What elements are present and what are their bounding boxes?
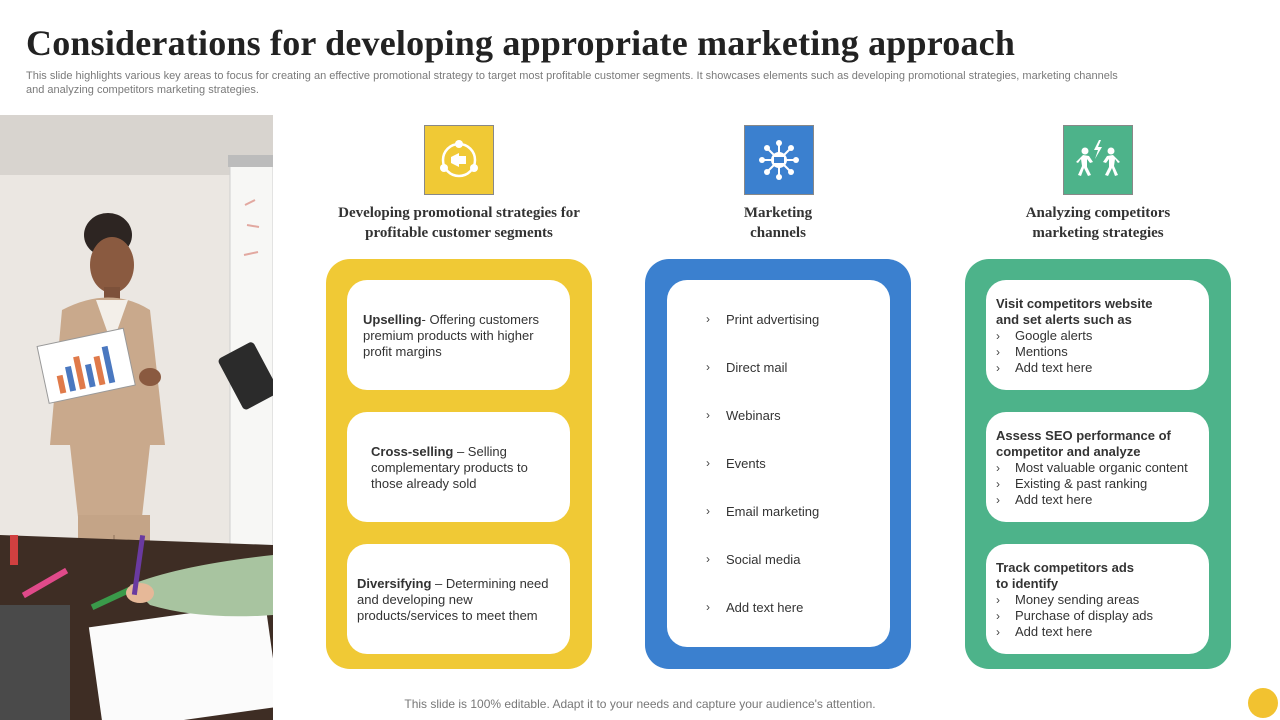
channel-label: Events <box>726 456 766 471</box>
channel-item: › Events <box>706 456 766 471</box>
channel-label: Print advertising <box>726 312 820 327</box>
cross-selling-text: Cross-selling – Selling complementary pr… <box>371 444 551 492</box>
accent-dot <box>1248 688 1278 718</box>
channels-heading: Marketing channels <box>700 203 856 243</box>
cross-selling-card: Cross-selling – Selling complementary pr… <box>347 412 570 522</box>
channel-item: › Direct mail <box>706 360 787 375</box>
competitors-conflict-icon <box>1063 125 1133 195</box>
diversifying-label: Diversifying <box>357 576 436 591</box>
list-item: › Add text here <box>996 492 1206 508</box>
track-ads-card: Track competitors ads to identify › Money… <box>986 544 1209 654</box>
track-ads-text: Track competitors ads to identify › Money… <box>996 560 1201 640</box>
cross-selling-desc: – Selling complementary products to thos… <box>371 444 528 491</box>
chevron-right-icon: › <box>996 593 1000 607</box>
chevron-right-icon: › <box>996 461 1000 475</box>
visit-website-card: Visit competitors website and set alerts… <box>986 280 1209 390</box>
competitors-heading-line2: marketing strategies <box>1032 225 1164 241</box>
chevron-right-icon: › <box>996 361 1000 375</box>
network-hub-icon <box>744 125 814 195</box>
chevron-right-icon: › <box>996 625 1000 639</box>
page-subtitle: This slide highlights various key areas … <box>26 70 1118 96</box>
upselling-desc: - Offering customers premium products wi… <box>363 312 540 359</box>
list-item: › Add text here <box>996 360 1201 376</box>
bullet-text: Add text here <box>1015 360 1093 375</box>
upselling-label: Upselling <box>363 312 422 327</box>
list-item: › Purchase of display ads <box>996 608 1201 624</box>
presenter-photo <box>0 115 273 720</box>
bullet-text: Add text here <box>1015 492 1093 507</box>
chevron-right-icon: › <box>706 552 710 566</box>
promo-heading-line1: Developing promotional strategies for <box>338 205 580 221</box>
chevron-right-icon: › <box>996 329 1000 343</box>
chevron-right-icon: › <box>706 360 710 374</box>
diversifying-desc: – Determining need and developing new pr… <box>357 576 549 623</box>
cross-selling-label: Cross-selling <box>371 444 457 459</box>
chevron-right-icon: › <box>996 493 1000 507</box>
list-item: › Most valuable organic content <box>996 460 1206 476</box>
channel-label: Add text here <box>726 600 804 615</box>
upselling-text: Upselling- Offering customers premium pr… <box>363 312 558 360</box>
bullet-text: Google alerts <box>1015 328 1093 343</box>
chevron-right-icon: › <box>706 312 710 326</box>
bullet-text: Existing & past ranking <box>1015 476 1148 491</box>
chevron-right-icon: › <box>996 609 1000 623</box>
diversifying-text: Diversifying – Determining need and deve… <box>357 576 562 624</box>
chevron-right-icon: › <box>706 600 710 614</box>
channel-item: › Webinars <box>706 408 781 423</box>
bullet-text: Purchase of display ads <box>1015 608 1154 623</box>
upselling-card: Upselling- Offering customers premium pr… <box>347 280 570 390</box>
bullet-text: Add text here <box>1015 624 1093 639</box>
megaphone-cycle-icon <box>424 125 494 195</box>
chevron-right-icon: › <box>996 477 1000 491</box>
list-item: › Money sending areas <box>996 592 1201 608</box>
assess-seo-title-line2: competitor and analyze <box>996 444 1141 459</box>
assess-seo-text: Assess SEO performance of competitor and… <box>996 428 1206 508</box>
channels-card <box>667 280 890 647</box>
visit-website-title-line1: Visit competitors website <box>996 296 1153 311</box>
track-ads-title-line1: Track competitors ads <box>996 560 1134 575</box>
diversifying-card: Diversifying – Determining need and deve… <box>347 544 570 654</box>
visit-website-text: Visit competitors website and set alerts… <box>996 296 1201 376</box>
chevron-right-icon: › <box>706 408 710 422</box>
list-item: › Google alerts <box>996 328 1201 344</box>
footer-note: This slide is 100% editable. Adapt it to… <box>404 697 876 711</box>
channels-heading-line2: channels <box>750 225 806 241</box>
channel-item: › Email marketing <box>706 504 819 519</box>
bullet-text: Money sending areas <box>1015 592 1140 607</box>
list-item: › Existing & past ranking <box>996 476 1206 492</box>
list-item: › Mentions <box>996 344 1201 360</box>
bullet-text: Most valuable organic content <box>1015 460 1188 475</box>
promo-heading: Developing promotional strategies for pr… <box>313 203 605 243</box>
channel-label: Webinars <box>726 408 781 423</box>
assess-seo-card: Assess SEO performance of competitor and… <box>986 412 1209 522</box>
list-item: › Add text here <box>996 624 1201 640</box>
assess-seo-title-line1: Assess SEO performance of <box>996 428 1171 443</box>
channel-item: › Add text here <box>706 600 803 615</box>
page-title: Considerations for developing appropriat… <box>26 23 1016 63</box>
channel-label: Direct mail <box>726 360 788 375</box>
chevron-right-icon: › <box>706 504 710 518</box>
visit-website-title-line2: and set alerts such as <box>996 312 1132 327</box>
track-ads-title-line2: to identify <box>996 576 1059 591</box>
channel-label: Email marketing <box>726 504 820 519</box>
bullet-text: Mentions <box>1015 344 1068 359</box>
chevron-right-icon: › <box>706 456 710 470</box>
channel-label: Social media <box>726 552 801 567</box>
promo-heading-line2: profitable customer segments <box>365 225 553 241</box>
channels-heading-line1: Marketing <box>743 205 813 221</box>
channel-item: › Social media <box>706 552 800 567</box>
channel-item: › Print advertising <box>706 312 819 327</box>
competitors-heading-line1: Analyzing competitors <box>1025 205 1171 221</box>
competitors-heading: Analyzing competitors marketing strategi… <box>1005 203 1191 243</box>
chevron-right-icon: › <box>996 345 1000 359</box>
